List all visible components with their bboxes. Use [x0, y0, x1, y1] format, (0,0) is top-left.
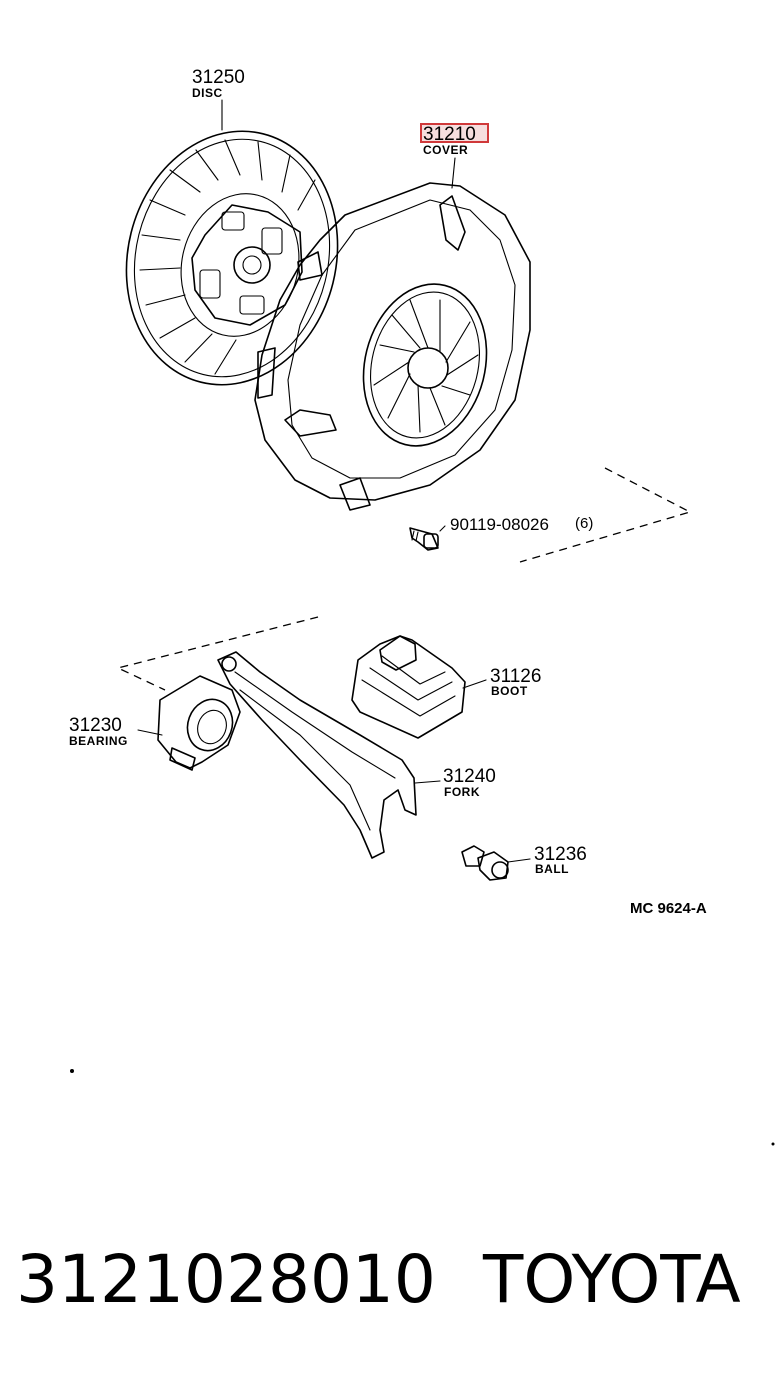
clutch-cover-illustration	[254, 182, 531, 511]
boot-illustration	[351, 635, 466, 739]
pivot-ball-illustration	[461, 845, 509, 881]
disc-part-name: DISC	[192, 86, 223, 100]
assembly-line-lower	[116, 616, 319, 691]
boot-part-number: 31126	[490, 666, 541, 687]
part-label-bearing: 31230 BEARING	[69, 715, 128, 748]
part-label-boot: 31126 BOOT	[490, 666, 541, 698]
ball-part-name: BALL	[535, 862, 569, 876]
fork-part-number: 31240	[443, 766, 496, 787]
speck	[70, 1069, 74, 1073]
footer-brand: TOYOTA	[482, 1241, 741, 1318]
ball-part-number: 31236	[534, 844, 587, 865]
figure-reference: MC 9624-A	[630, 900, 707, 917]
cover-part-number: 31210	[423, 124, 476, 145]
bolt-illustration	[409, 527, 439, 551]
disc-part-number: 31250	[192, 67, 245, 88]
part-label-disc: 31250 DISC	[192, 67, 245, 100]
part-label-bolt: 90119-08026 (6)	[450, 515, 593, 534]
leader-lines	[137, 99, 531, 863]
speck	[771, 1142, 775, 1146]
cover-part-name: COVER	[423, 143, 468, 157]
release-bearing-illustration	[157, 675, 241, 771]
part-label-cover: 31210 COVER	[420, 123, 489, 157]
clutch-disc-illustration	[125, 130, 339, 386]
bolt-quantity: (6)	[575, 515, 593, 532]
cover-highlight-box	[420, 123, 489, 143]
assembly-line-upper	[519, 467, 692, 563]
part-label-ball: 31236 BALL	[534, 844, 587, 876]
fork-part-name: FORK	[444, 785, 480, 799]
bolt-part-number: 90119-08026	[450, 515, 549, 534]
boot-part-name: BOOT	[491, 684, 528, 698]
footer-part-number: 3121028010	[16, 1241, 436, 1318]
bearing-part-name: BEARING	[69, 734, 128, 748]
bearing-part-number: 31230	[69, 715, 122, 736]
release-fork-illustration	[217, 651, 417, 859]
part-label-fork: 31240 FORK	[443, 766, 496, 799]
